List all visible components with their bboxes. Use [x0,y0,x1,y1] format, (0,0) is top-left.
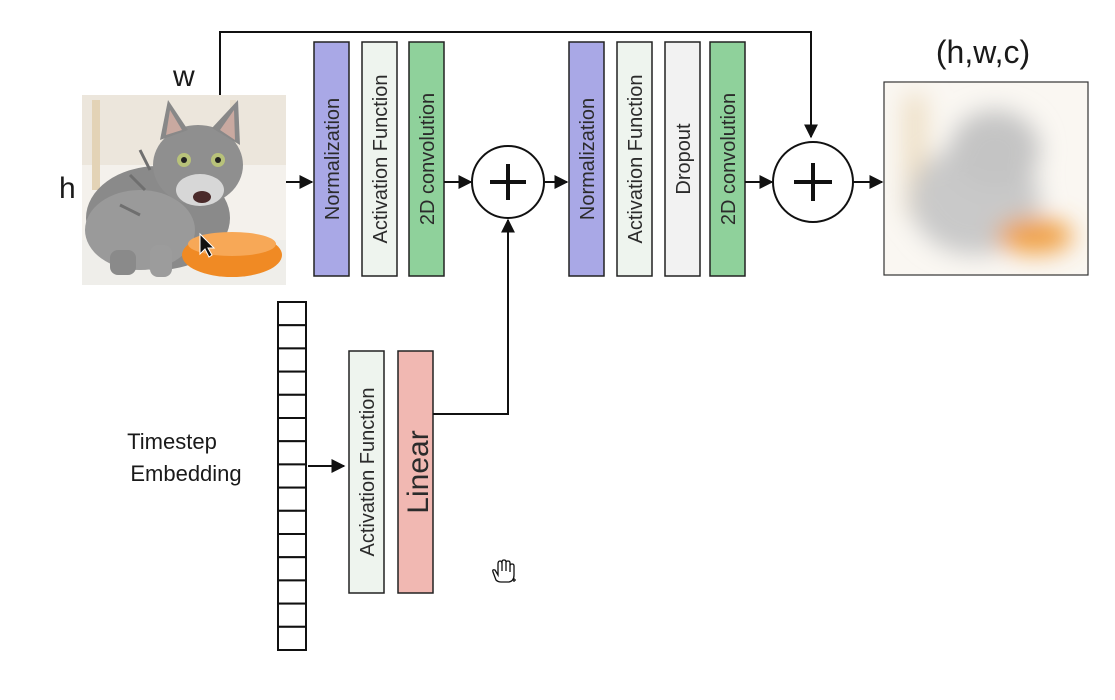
activation-block-2-label: Activation Function [625,75,647,244]
embedding-cell [277,347,307,373]
sum-node-2 [772,141,854,223]
input-cat-image [82,95,286,285]
embedding-cell [277,579,307,605]
input-width-label: w [172,60,195,93]
embedding-cell [277,556,307,582]
embedding-cell [277,486,307,512]
second-stage: Normalization Activation Function Dropou… [568,41,746,277]
linear-to-sum-arrow [433,218,515,415]
first-stage: Normalization Activation Function 2D con… [313,41,445,277]
skip-connection-arrow [219,31,818,139]
timestep-activation-label: Activation Function [357,388,379,557]
conv-block-2-label: 2D convolution [718,93,740,225]
embedding-cell [277,324,307,350]
embedding-cell [277,463,307,489]
timestep-activation-block [348,350,385,594]
normalization-block-1-label: Normalization [322,98,344,220]
hand-cursor-icon [492,559,516,583]
normalization-block-2-label: Normalization [577,98,599,220]
conv-block-2 [709,41,746,277]
sum-node-1 [471,145,545,219]
normalization-block-1 [313,41,350,277]
embedding-cell [277,533,307,559]
linear-block [397,350,434,594]
activation-block-2 [616,41,653,277]
embedding-cell [277,509,307,535]
output-blurred-image [883,81,1089,276]
embedding-cell [277,370,307,396]
embedding-cell [277,625,307,651]
embedding-cell [277,440,307,466]
embedding-cell [277,301,307,327]
normalization-block-2 [568,41,605,277]
activation-block-1-label: Activation Function [370,75,392,244]
dropout-block-label: Dropout [673,123,695,195]
output-dims-label: (h,w,c) [936,34,1030,70]
conv-block-1-label: 2D convolution [417,93,439,225]
dropout-block [664,41,701,277]
conv-block-1 [408,41,445,277]
timestep-label-line2: Embedding [130,461,241,486]
input-height-label: h [59,172,76,205]
activation-block-1 [361,41,398,277]
timestep-label-line1: Timestep [127,429,217,454]
linear-block-label: Linear [402,430,435,513]
embedding-cell [277,602,307,628]
timestep-embedding-vector [277,301,307,651]
embedding-cell [277,393,307,419]
embedding-cell [277,417,307,443]
